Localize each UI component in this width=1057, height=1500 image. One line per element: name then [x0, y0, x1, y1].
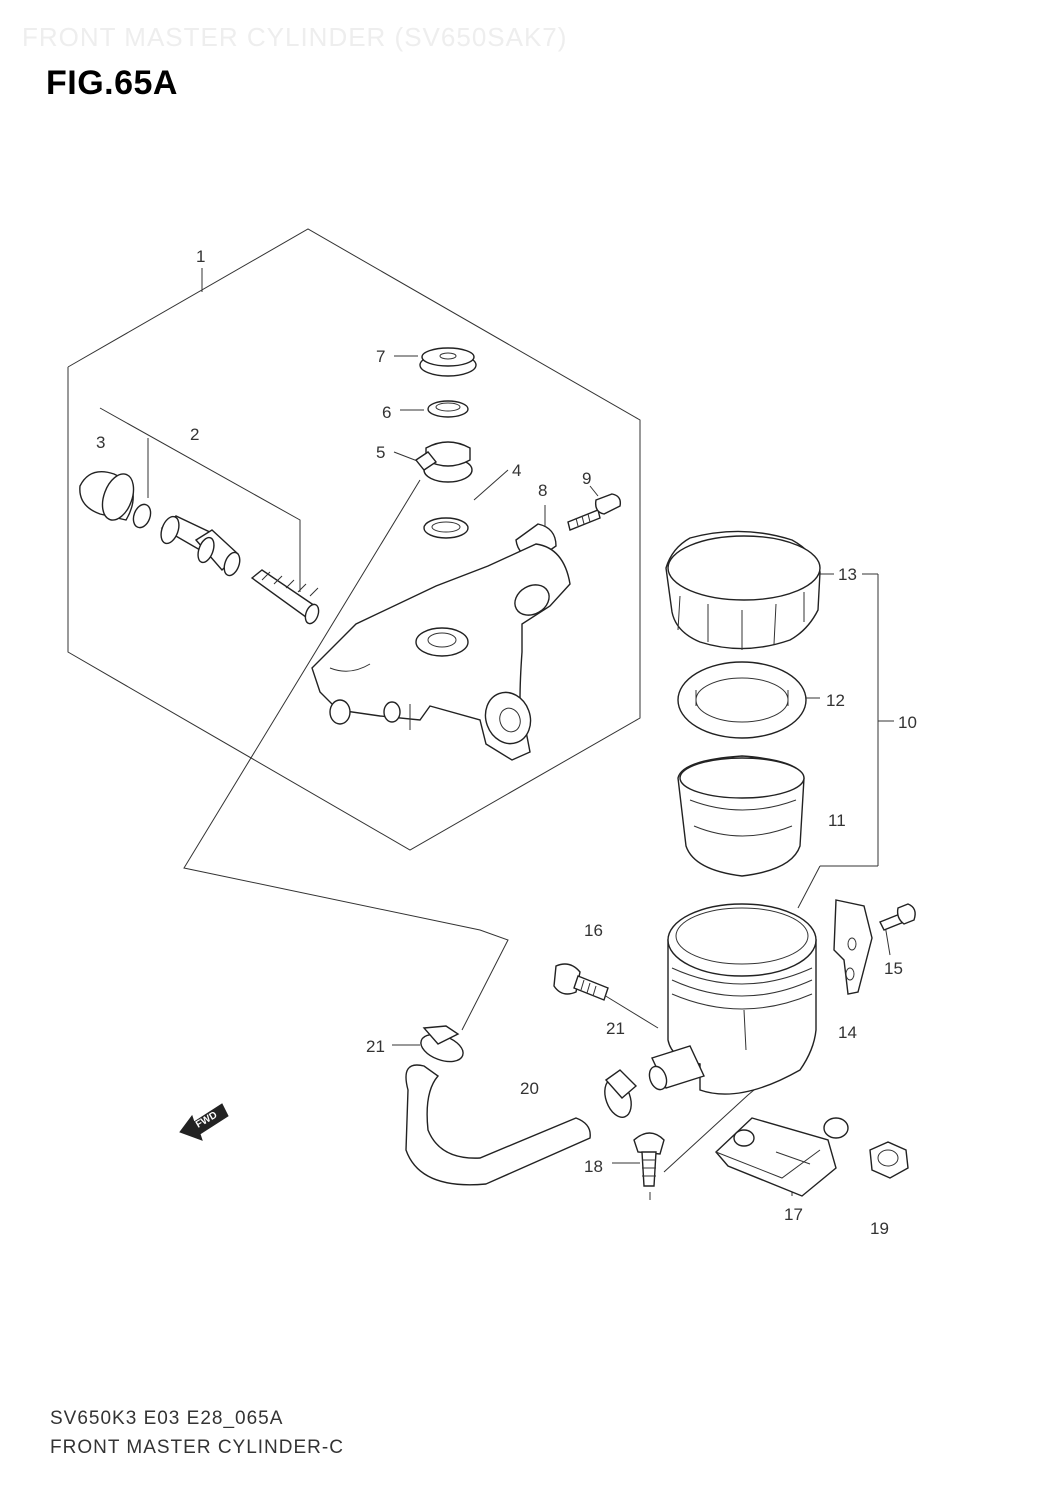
callout-15: 15 [884, 959, 903, 978]
callout-21-lower: 21 [606, 1019, 625, 1038]
callout-14: 14 [838, 1023, 857, 1042]
part-19-nut [869, 1141, 909, 1179]
callout-7: 7 [376, 347, 385, 366]
part-14-reservoir [648, 903, 817, 1095]
figure-title: FIG.65A [46, 64, 178, 102]
callout-20: 20 [520, 1079, 539, 1098]
part-12-plate [677, 661, 807, 739]
callout-12: 12 [826, 691, 845, 710]
callout-21-upper: 21 [366, 1037, 385, 1056]
part-7-cap [419, 347, 477, 377]
footer-drawing-code: SV650K3 E03 E28_065A [50, 1408, 284, 1429]
callout-1: 1 [196, 247, 205, 266]
callout-13: 13 [838, 565, 857, 584]
faded-header-title: FRONT MASTER CYLINDER (SV650SAK7) [22, 22, 568, 52]
fwd-arrow-icon: FWD [179, 1103, 229, 1141]
part-18-bolt [633, 1132, 665, 1187]
callout-9: 9 [582, 469, 591, 488]
part-5-connector [414, 441, 473, 483]
part-11-diaphragm [677, 755, 805, 877]
callout-16: 16 [584, 921, 603, 940]
part-4-o-ring [423, 517, 469, 539]
callout-17: 17 [784, 1205, 803, 1224]
part-21-clamp-upper [420, 1025, 464, 1063]
part-16-bolt [553, 963, 609, 1001]
master-cylinder-body [311, 543, 571, 761]
callout-11: 11 [828, 811, 846, 830]
part-13-reservoir-cap [665, 530, 821, 650]
part-9-bolt [567, 493, 622, 531]
callout-numbers: 1 2 3 4 5 6 7 8 9 10 11 12 13 14 15 16 1… [96, 247, 917, 1238]
callout-8: 8 [538, 481, 547, 500]
leader-lines [99, 268, 894, 1200]
callout-3: 3 [96, 433, 105, 452]
assembly-outline [67, 228, 641, 851]
callout-19: 19 [870, 1219, 889, 1238]
callout-6: 6 [382, 403, 391, 422]
part-3-boot [79, 471, 135, 521]
part-17-bracket [715, 1117, 849, 1197]
callout-10: 10 [898, 713, 917, 732]
part-21-clamp-lower [604, 1069, 638, 1118]
part-6-o-ring [427, 400, 469, 418]
callout-4: 4 [512, 461, 521, 480]
footer-drawing-name: FRONT MASTER CYLINDER-C [50, 1437, 344, 1458]
callout-18: 18 [584, 1157, 603, 1176]
callout-5: 5 [376, 443, 385, 462]
part-15-bracket [833, 899, 916, 995]
part-20-hose [405, 1064, 591, 1186]
callout-2: 2 [190, 425, 199, 444]
part-2-piston-assembly [132, 503, 320, 625]
